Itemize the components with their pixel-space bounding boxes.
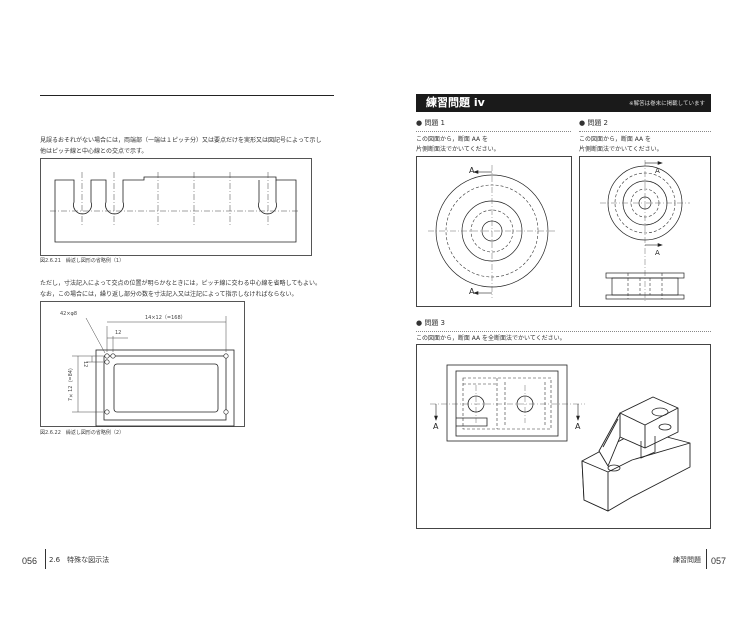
q2-dotted-rule [579, 131, 711, 132]
left-footer-divider [45, 549, 46, 569]
q2-text1: この図面から，断面 AA を [579, 136, 652, 143]
para2-line2: なお，この場合には，繰り返し部分の数を寸法記入又は注記によって指示しなければなら… [40, 291, 298, 298]
q1-frame [416, 156, 572, 307]
q3-dotted-rule [416, 331, 711, 332]
right-page-number: 057 [711, 556, 727, 566]
q1-text2: 片側断面法でかいてください。 [416, 146, 500, 153]
left-page-number: 056 [22, 556, 38, 566]
fig2-label-12b: 12 [82, 361, 88, 368]
intro-text-line1: 見誤るおそれがない場合には，両端部（一端は１ピッチ分）又は要点だけを実形又は図記… [40, 137, 322, 144]
q3-section-label-left: A [433, 422, 439, 431]
q2-text2: 片側断面法でかいてください。 [579, 146, 663, 153]
banner-title: 練習問題 iv [426, 96, 485, 109]
q2-title: ● 問題 2 [579, 119, 609, 127]
q3-frame [416, 344, 711, 529]
q1-title: ● 問題 1 [416, 119, 446, 127]
figure-2-frame [40, 301, 245, 427]
q1-text1: この図面から，断面 AA を [416, 136, 489, 143]
figure-2-caption: 図2.6.22 繰返し図形の省略例（2） [40, 430, 125, 436]
banner-note: ※解答は巻末に掲載しています [629, 101, 705, 107]
q2-frame [579, 156, 711, 307]
right-footer-section: 練習問題 [673, 556, 701, 564]
right-footer-divider [706, 549, 707, 569]
fig2-label-12a: 12 [115, 330, 122, 336]
q3-section-label-right: A [575, 422, 581, 431]
fig2-label-top: 14×12（=168） [145, 315, 186, 321]
intro-text-line2: 他はピッチ線と中心線との交点で示す。 [40, 148, 148, 155]
left-header-rule [40, 95, 334, 96]
q1-section-label-bottom: A [469, 287, 475, 296]
q2-section-label-bottom: A [655, 249, 660, 257]
left-footer-section: 2.6 特殊な図示法 [49, 556, 110, 564]
exercise-banner: 練習問題 iv ※解答は巻末に掲載しています [416, 94, 711, 112]
q2-section-label-top: A [655, 167, 660, 175]
figure-1-caption: 図2.6.21 繰返し図形の省略例（1） [40, 258, 125, 264]
fig2-label-holes: 42×φ8 [60, 311, 78, 317]
para2-line1: ただし，寸法記入によって交点の位置が明らかなときには，ピッチ線に交わる中心線を省… [40, 280, 322, 287]
q3-text: この図面から，断面 AA を全断面法でかいてください。 [416, 335, 566, 342]
q3-title: ● 問題 3 [416, 319, 446, 327]
figure-1-frame [40, 158, 312, 256]
q1-section-label-top: A [469, 166, 475, 175]
q1-dotted-rule [416, 131, 571, 132]
